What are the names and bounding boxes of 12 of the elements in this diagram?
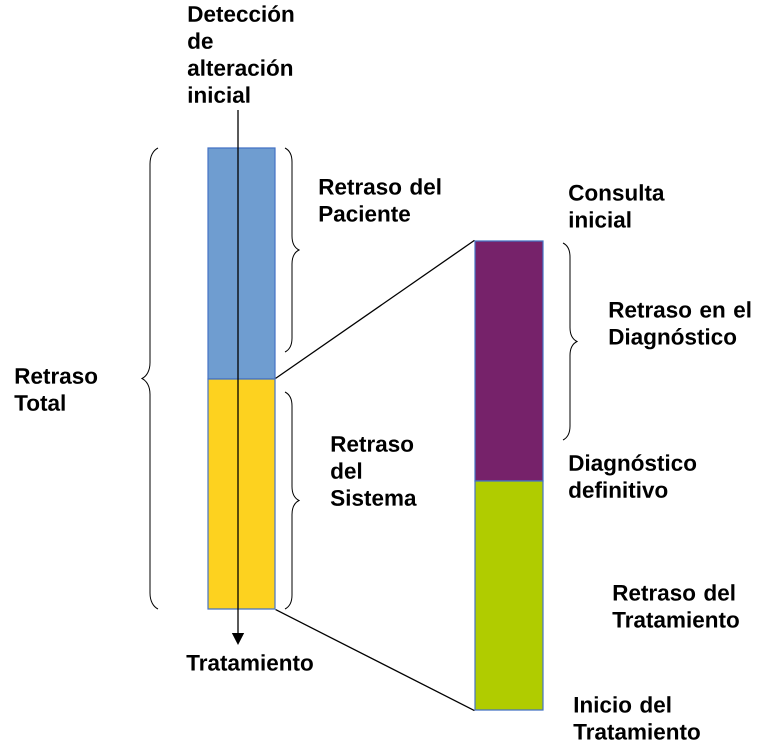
connector-line [275, 240, 475, 379]
connector-line [275, 609, 475, 712]
stage-label: Retraso del Paciente [320, 178, 440, 222]
stage-label: Retraso en el Diagnóstico [610, 301, 750, 350]
bar-segment [207, 378, 276, 610]
stage-label: Retraso Total [14, 368, 98, 411]
stage-label: Retraso del Sistema [330, 436, 417, 506]
stage-label: Retraso del Tratamiento [612, 584, 739, 628]
bar-segment [474, 480, 544, 711]
bar-segment [474, 240, 544, 482]
stage-label: Diagnóstico definitivo [569, 454, 696, 498]
bar-segment [207, 147, 276, 380]
